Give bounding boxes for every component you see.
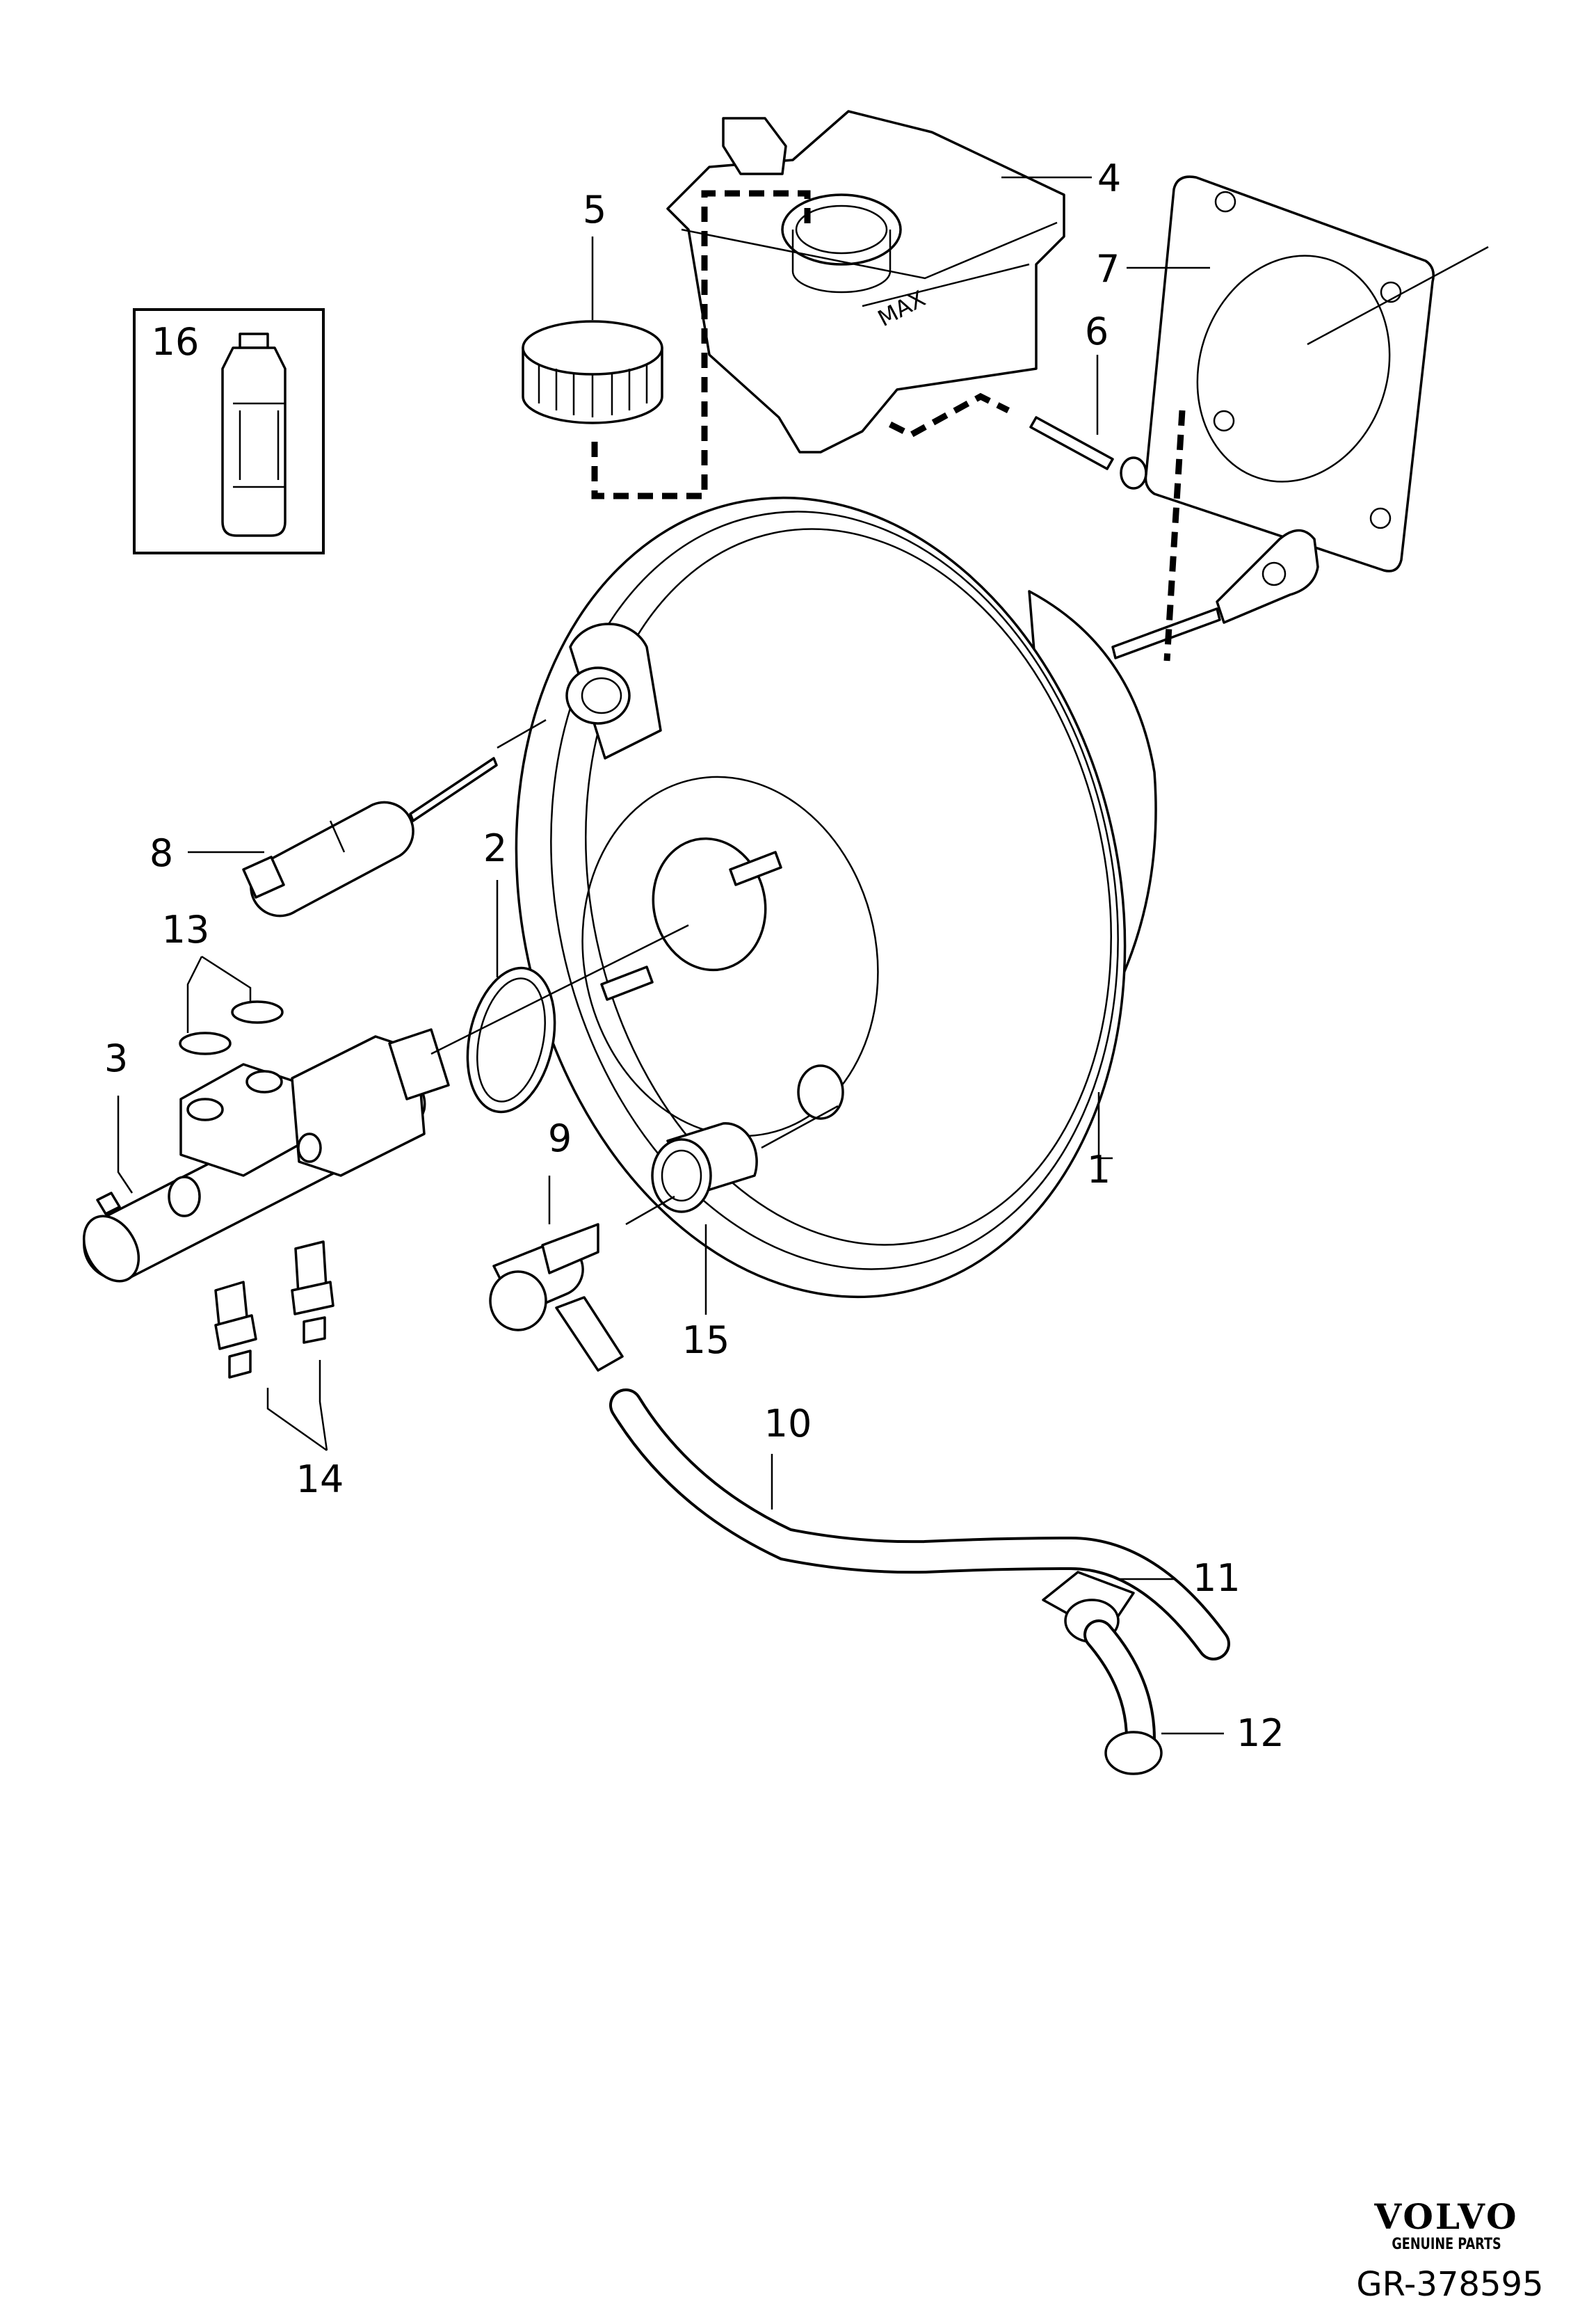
- vacuum-sensor: [242, 757, 498, 918]
- volvo-logo: VOLVO GENUINE PARTS: [1342, 2198, 1551, 2254]
- leader-lines: [117, 176, 1224, 1735]
- o-ring-seal: [466, 966, 556, 1114]
- brand-subtitle: GENUINE PARTS: [1392, 2236, 1501, 2253]
- callout-5: 5: [583, 188, 606, 232]
- callout-2: 2: [483, 826, 507, 870]
- vacuum-grommet: [651, 1122, 758, 1213]
- callout-3: 3: [104, 1036, 128, 1080]
- callout-7: 7: [1096, 247, 1120, 291]
- callout-13: 13: [162, 908, 210, 952]
- master-cylinder: [82, 1028, 450, 1283]
- callout-1: 1: [1087, 1148, 1111, 1192]
- callout-9: 9: [548, 1116, 572, 1160]
- reservoir-cap: [522, 320, 663, 424]
- callout-11: 11: [1193, 1556, 1241, 1600]
- brake-fluid-bottle-panel: [133, 308, 325, 554]
- callout-14: 14: [296, 1457, 344, 1501]
- fluid-reservoir: MAX: [666, 110, 1065, 454]
- callout-16: 16: [152, 320, 200, 364]
- vacuum-hose: [609, 1388, 1230, 1660]
- brake-fluid-bottle: [221, 333, 287, 537]
- callout-15: 15: [682, 1318, 730, 1362]
- reference-dashed-lines: [591, 190, 1186, 662]
- master-cylinder-plugs: [214, 1240, 334, 1379]
- check-valve-elbow: [489, 1223, 624, 1372]
- callout-8: 8: [150, 831, 173, 875]
- brake-booster: [515, 496, 1319, 1299]
- drawing-number: GR-378595: [1356, 2265, 1544, 2304]
- hose-end-fitting: [1083, 1619, 1163, 1775]
- callout-12: 12: [1236, 1711, 1284, 1755]
- callout-10: 10: [764, 1402, 812, 1446]
- reservoir-screw: [1029, 416, 1147, 490]
- callout-4: 4: [1097, 157, 1121, 200]
- assembly-lines: [430, 246, 1489, 1226]
- booster-gasket: [1144, 175, 1435, 573]
- callout-6: 6: [1085, 310, 1109, 353]
- reservoir-seal-rings: [179, 1000, 284, 1055]
- callout-numbers: 1 2 3 4 5 6 7 8 9 10 11 12 13 14 15 16: [104, 157, 1284, 1755]
- brand-wordmark: VOLVO: [1374, 2196, 1519, 2237]
